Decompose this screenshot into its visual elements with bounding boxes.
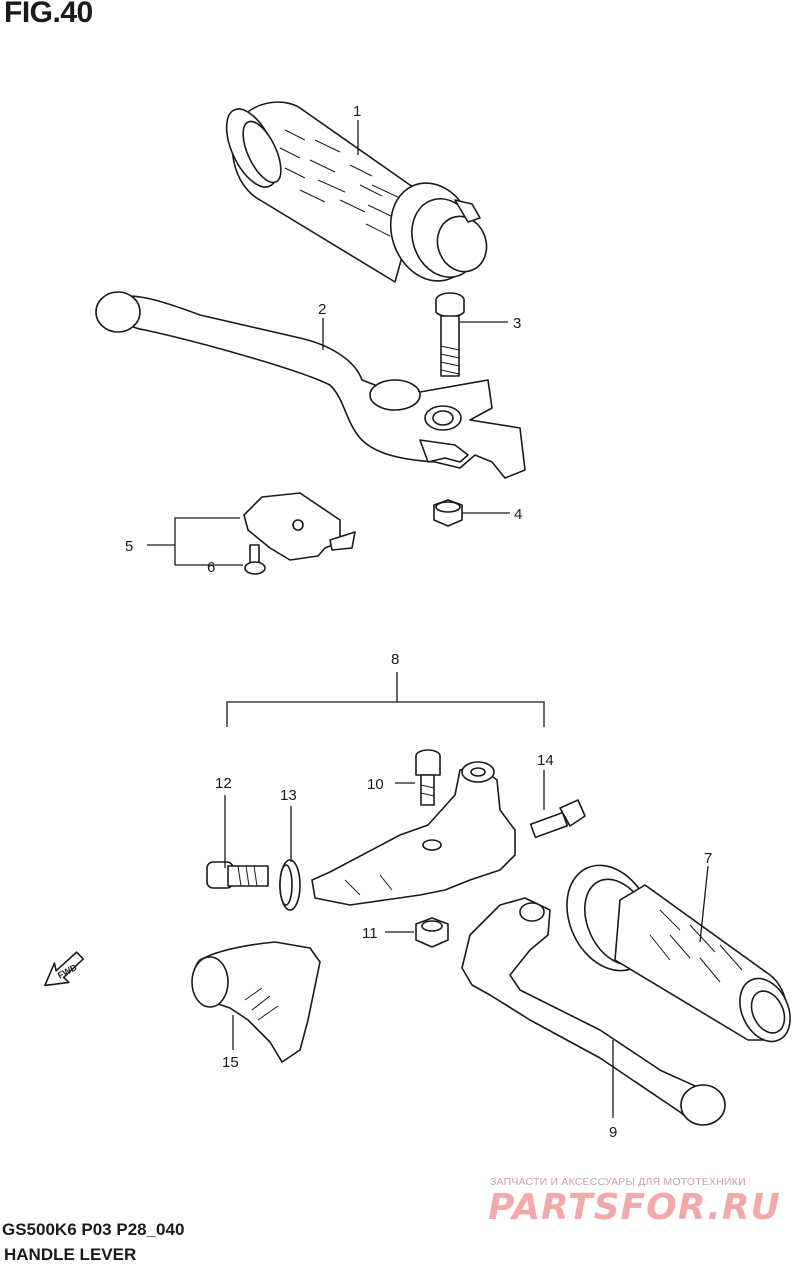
part-12-adjuster-bolt[interactable] [206, 861, 269, 889]
diagram-code: GS500K6 P03 P28_040 [2, 1220, 185, 1239]
callout-6: 6 [207, 559, 215, 576]
part-3-pivot-bolt[interactable] [435, 292, 465, 377]
part-10-bolt[interactable] [415, 749, 441, 806]
diagram-subtitle: HANDLE LEVER [4, 1245, 137, 1264]
callout-11: 11 [362, 925, 378, 942]
callout-1: 1 [353, 103, 361, 120]
fwd-arrow-icon: FWD [44, 951, 85, 987]
callout-13: 13 [280, 787, 297, 804]
part-7-left-grip[interactable] [551, 851, 800, 1049]
callout-5: 5 [125, 538, 133, 555]
callout-14: 14 [537, 752, 554, 769]
leader-lines [147, 120, 709, 1118]
callout-3: 3 [513, 315, 521, 332]
part-9-clutch-lever[interactable] [461, 897, 726, 1126]
callout-8: 8 [391, 651, 399, 668]
part-2-brake-lever[interactable] [95, 291, 526, 479]
callout-15: 15 [222, 1054, 239, 1071]
part-1-throttle-grip[interactable] [216, 101, 494, 292]
part-11-nut[interactable] [415, 917, 449, 948]
part-13-locknut[interactable] [279, 859, 301, 911]
part-15-boot[interactable] [191, 941, 321, 1063]
part-4-nut[interactable] [433, 499, 463, 527]
callout-12: 12 [215, 775, 232, 792]
part-14-screw[interactable] [529, 799, 586, 839]
watermark-caption: ЗАПЧАСТИ И АКСЕССУАРЫ ДЛЯ МОТОТЕХНИКИ [490, 1176, 746, 1188]
callout-10: 10 [367, 776, 384, 793]
callout-2: 2 [318, 301, 326, 318]
callout-4: 4 [514, 506, 522, 523]
callout-9: 9 [609, 1124, 617, 1141]
callout-numbers: 1 2 3 4 5 6 7 8 9 10 11 12 13 14 15 [125, 103, 712, 1141]
figure-title: FIG.40 [4, 0, 93, 29]
callout-7: 7 [704, 850, 712, 867]
part-8-lever-holder[interactable] [311, 761, 516, 906]
part-5-brake-switch[interactable] [243, 492, 356, 561]
part-6-screw[interactable] [244, 544, 266, 575]
watermark-logo: PARTSFOR.RU [488, 1187, 781, 1228]
